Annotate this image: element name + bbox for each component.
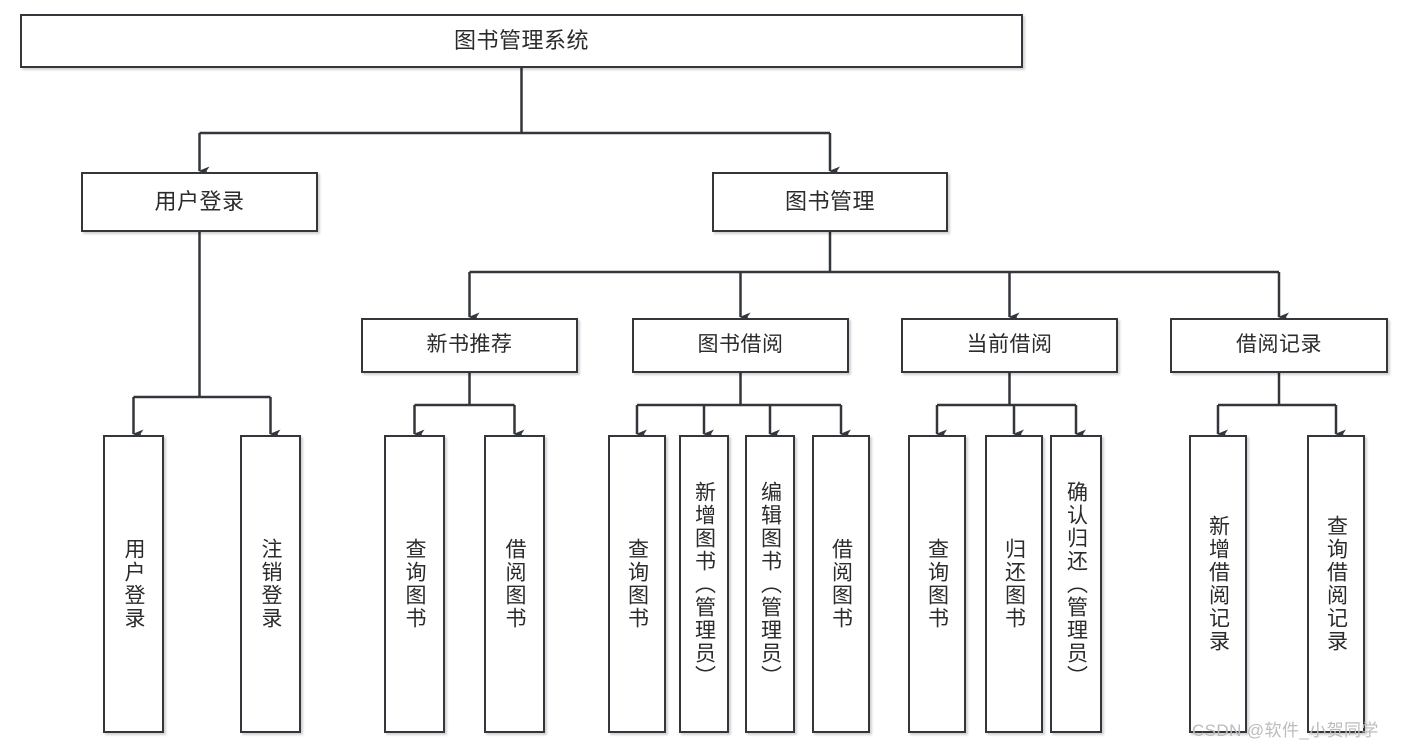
node-label-n2: 图书管理 [784,189,875,215]
node-box-n5[interactable]: 当前借阅 [901,318,1118,373]
node-label-n6: 借阅记录 [1236,333,1322,357]
node-box-n2[interactable]: 图书管理 [712,172,948,232]
node-label-l10: 归还图书 [1002,538,1026,630]
node-box-l5[interactable]: 查询图书 [608,435,666,733]
node-box-l13[interactable]: 查询借阅记录 [1307,435,1365,733]
node-label-l1: 用户登录 [122,538,145,630]
node-box-l11[interactable]: 确认归还（管理员） [1050,435,1102,733]
node-box-n1[interactable]: 用户登录 [81,172,318,232]
node-label-l4: 借阅图书 [503,538,526,630]
node-label-n4: 图书借阅 [697,333,784,357]
node-label-l9: 查询图书 [925,538,949,630]
node-box-l3[interactable]: 查询图书 [384,435,445,733]
node-box-n0[interactable]: 图书管理系统 [20,14,1023,68]
node-label-n0: 图书管理系统 [453,28,589,54]
watermark-label: CSDN @软件_小贺同学 [1192,721,1379,740]
node-box-l10[interactable]: 归还图书 [985,435,1043,733]
node-label-l13: 查询借阅记录 [1324,515,1348,653]
node-label-l3: 查询图书 [403,538,426,630]
node-box-l4[interactable]: 借阅图书 [484,435,545,733]
node-label-n1: 用户登录 [154,189,245,215]
node-box-l8[interactable]: 借阅图书 [812,435,870,733]
node-box-n6[interactable]: 借阅记录 [1170,318,1388,373]
node-box-l6[interactable]: 新增图书（管理员） [679,435,729,733]
node-label-l7: 编辑图书（管理员） [758,480,782,688]
node-box-l9[interactable]: 查询图书 [908,435,966,733]
node-box-l2[interactable]: 注销登录 [240,435,301,733]
node-box-l12[interactable]: 新增借阅记录 [1189,435,1247,733]
node-box-n4[interactable]: 图书借阅 [632,318,849,373]
node-box-l1[interactable]: 用户登录 [103,435,164,733]
node-label-l5: 查询图书 [625,538,649,630]
node-label-l8: 借阅图书 [829,538,853,630]
node-label-l6: 新增图书（管理员） [692,480,716,688]
node-label-l11: 确认归还（管理员） [1064,480,1088,688]
node-box-n3[interactable]: 新书推荐 [361,318,578,373]
node-label-n5: 当前借阅 [966,333,1053,357]
node-label-n3: 新书推荐 [426,333,513,357]
connector-lines [132,68,1346,439]
node-label-l12: 新增借阅记录 [1206,515,1230,653]
node-label-l2: 注销登录 [259,538,282,630]
node-box-l7[interactable]: 编辑图书（管理员） [745,435,795,733]
